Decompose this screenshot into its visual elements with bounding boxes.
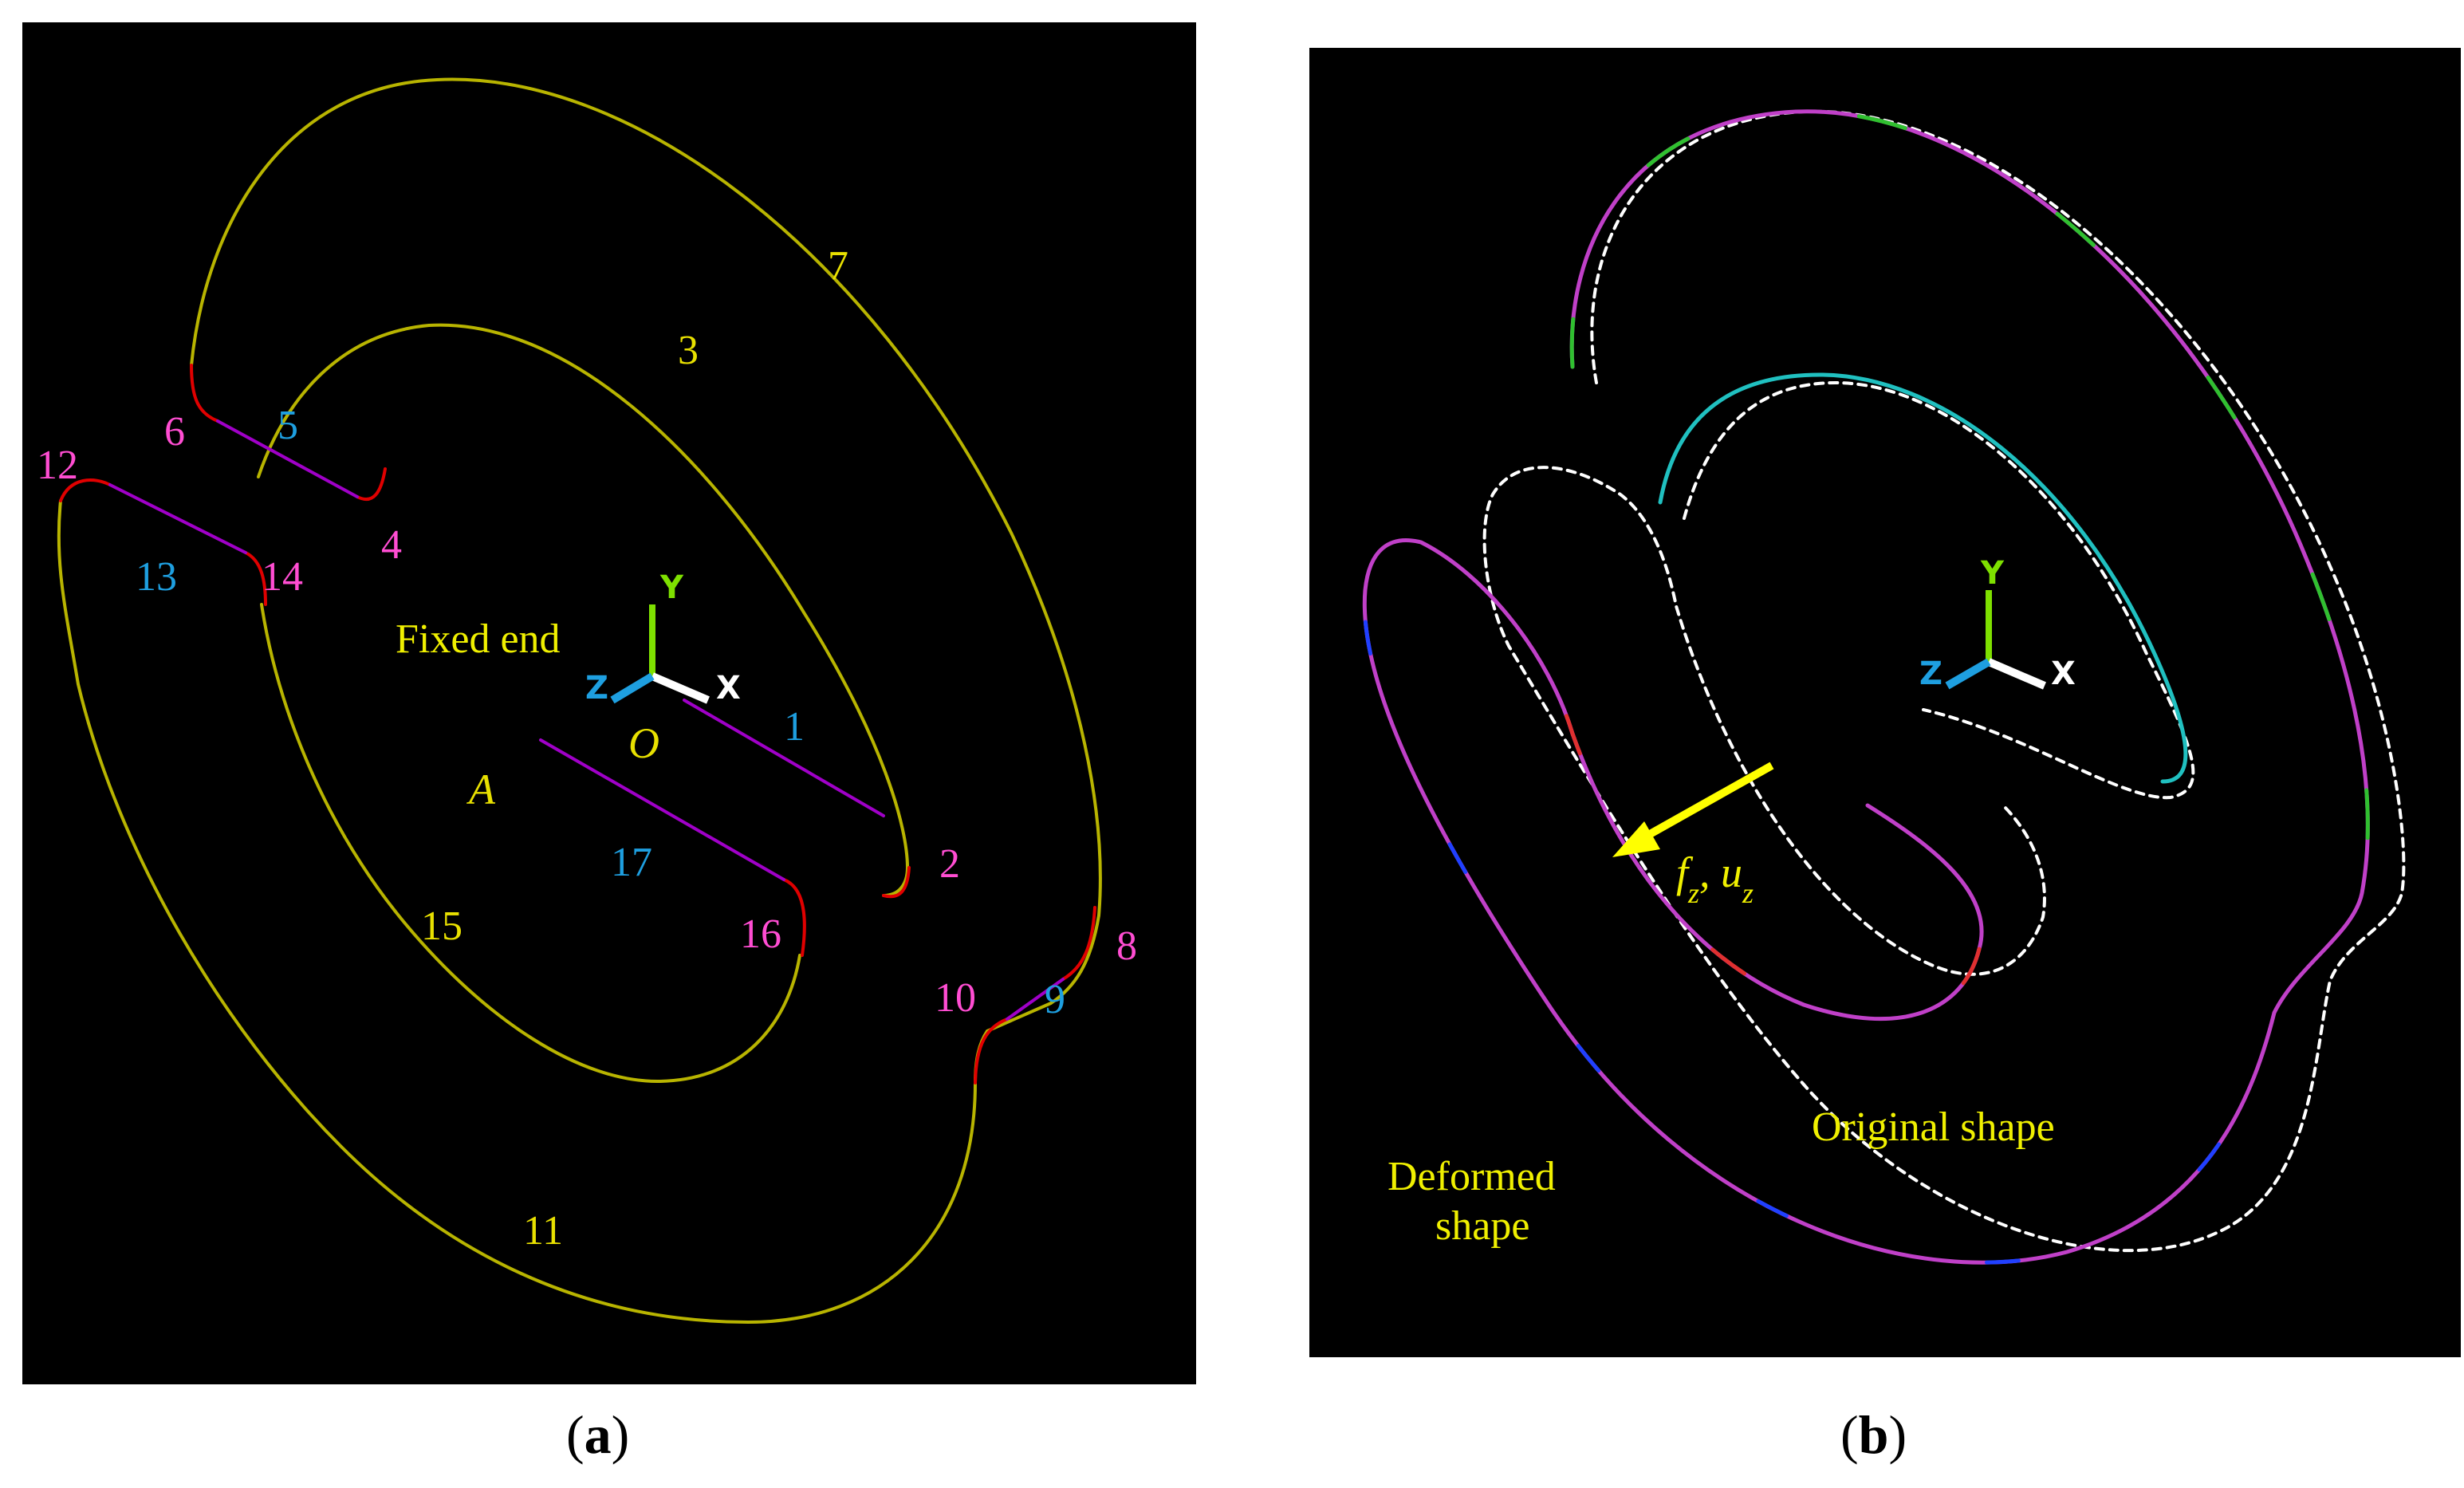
line-label-15: 15 (421, 903, 462, 949)
axis-z-label: Z (585, 670, 608, 707)
line-label-11: 11 (523, 1208, 563, 1254)
keypoint-label-8: 8 (1116, 923, 1137, 969)
load-label-sep: , (1699, 848, 1721, 896)
deformed-shape-inner (1658, 372, 2188, 784)
slit-line-17 (539, 738, 785, 881)
line-label-3: 3 (678, 328, 699, 373)
panel-b-geometry: Y X Z fz, uz Original shape Deformed sha… (1362, 109, 2406, 1265)
line-label-9: 9 (1045, 977, 1065, 1022)
panel-a-geometry: Y X Z Fixed end O A 2 4 6 8 10 12 14 16 … (37, 77, 1137, 1324)
keypoint-label-2: 2 (939, 841, 960, 887)
line-label-17: 17 (611, 840, 652, 885)
load-arrow (1612, 762, 1774, 857)
keypoint-label-6: 6 (164, 409, 185, 455)
x-axis-arrow-b (1987, 658, 2046, 690)
deformed-segment-green (1569, 109, 2370, 896)
original-shape-outer (1482, 109, 2406, 1253)
caption-a: (a) (566, 1403, 629, 1466)
fillet-6 (190, 364, 219, 423)
fillet-4 (356, 467, 387, 502)
fillet-14 (244, 551, 267, 606)
axis-x-label-b: X (2051, 655, 2076, 692)
caption-a-open: ( (566, 1404, 585, 1465)
caption-b: (b) (1840, 1403, 1907, 1466)
slit-line-1 (683, 699, 885, 817)
original-shape-label: Original shape (1812, 1104, 2055, 1150)
deformed-shape-label-line2: shape (1435, 1203, 1529, 1249)
deformed-shape-label-line1: Deformed (1387, 1154, 1556, 1199)
fillet-12 (59, 478, 112, 502)
load-arrow-head (1612, 821, 1660, 857)
axis-triad: Y X Z (585, 569, 741, 707)
fillet-2 (882, 866, 911, 899)
caption-b-letter: b (1858, 1404, 1889, 1465)
line-label-7: 7 (828, 243, 848, 289)
panel-a-keypoints-lines: Y X Z Fixed end O A 2 4 6 8 10 12 14 16 … (22, 22, 1196, 1384)
keypoint-label-16: 16 (740, 911, 781, 957)
load-label-u-sub: z (1742, 877, 1754, 909)
inner-boundary-curve (257, 323, 909, 897)
fillet-8 (1061, 906, 1096, 981)
axis-triad-b: Y X Z (1919, 555, 2076, 692)
axis-x-label: X (716, 670, 741, 707)
fixed-end-label: Fixed end (396, 616, 561, 662)
keypoint-label-4: 4 (381, 522, 402, 568)
caption-b-close: ) (1888, 1404, 1907, 1465)
deformed-segment-blue (1362, 588, 2277, 1265)
slit-line-5 (216, 419, 359, 498)
keypoint-label-10: 10 (935, 975, 976, 1021)
x-axis-arrow (651, 672, 710, 704)
load-arrow-shaft (1642, 762, 1774, 841)
line-label-5: 5 (277, 403, 298, 448)
origin-label: O (628, 719, 659, 767)
axis-y-label: Y (659, 569, 684, 606)
slit-line-9 (1006, 978, 1065, 1021)
inner-boundary-lower-curve (260, 603, 801, 1084)
load-label-u: u (1721, 848, 1742, 896)
keypoint-label-12: 12 (37, 443, 78, 488)
caption-a-close: ) (611, 1404, 630, 1465)
z-axis-arrow (610, 672, 655, 704)
load-label-f-sub: z (1687, 877, 1699, 909)
caption-a-letter: a (584, 1404, 612, 1465)
keypoint-label-14: 14 (262, 554, 303, 600)
panel-b-deformation: Y X Z fz, uz Original shape Deformed sha… (1309, 48, 2461, 1357)
load-label: fz, uz (1676, 848, 1754, 909)
z-axis-arrow-b (1945, 658, 1991, 690)
original-shape-inner (1683, 380, 2195, 800)
axis-y-label-b: Y (1980, 555, 2005, 592)
line-label-1: 1 (784, 704, 805, 750)
axis-z-label-b: Z (1919, 655, 1942, 692)
line-label-13: 13 (136, 554, 177, 600)
area-label: A (466, 766, 496, 813)
deformed-shape-outer (1362, 109, 2370, 1265)
fillet-10 (974, 1018, 1009, 1085)
fillet-16 (782, 878, 806, 957)
slit-line-13 (108, 483, 247, 554)
outer-boundary-curve (57, 77, 1102, 1324)
caption-b-open: ( (1840, 1404, 1859, 1465)
